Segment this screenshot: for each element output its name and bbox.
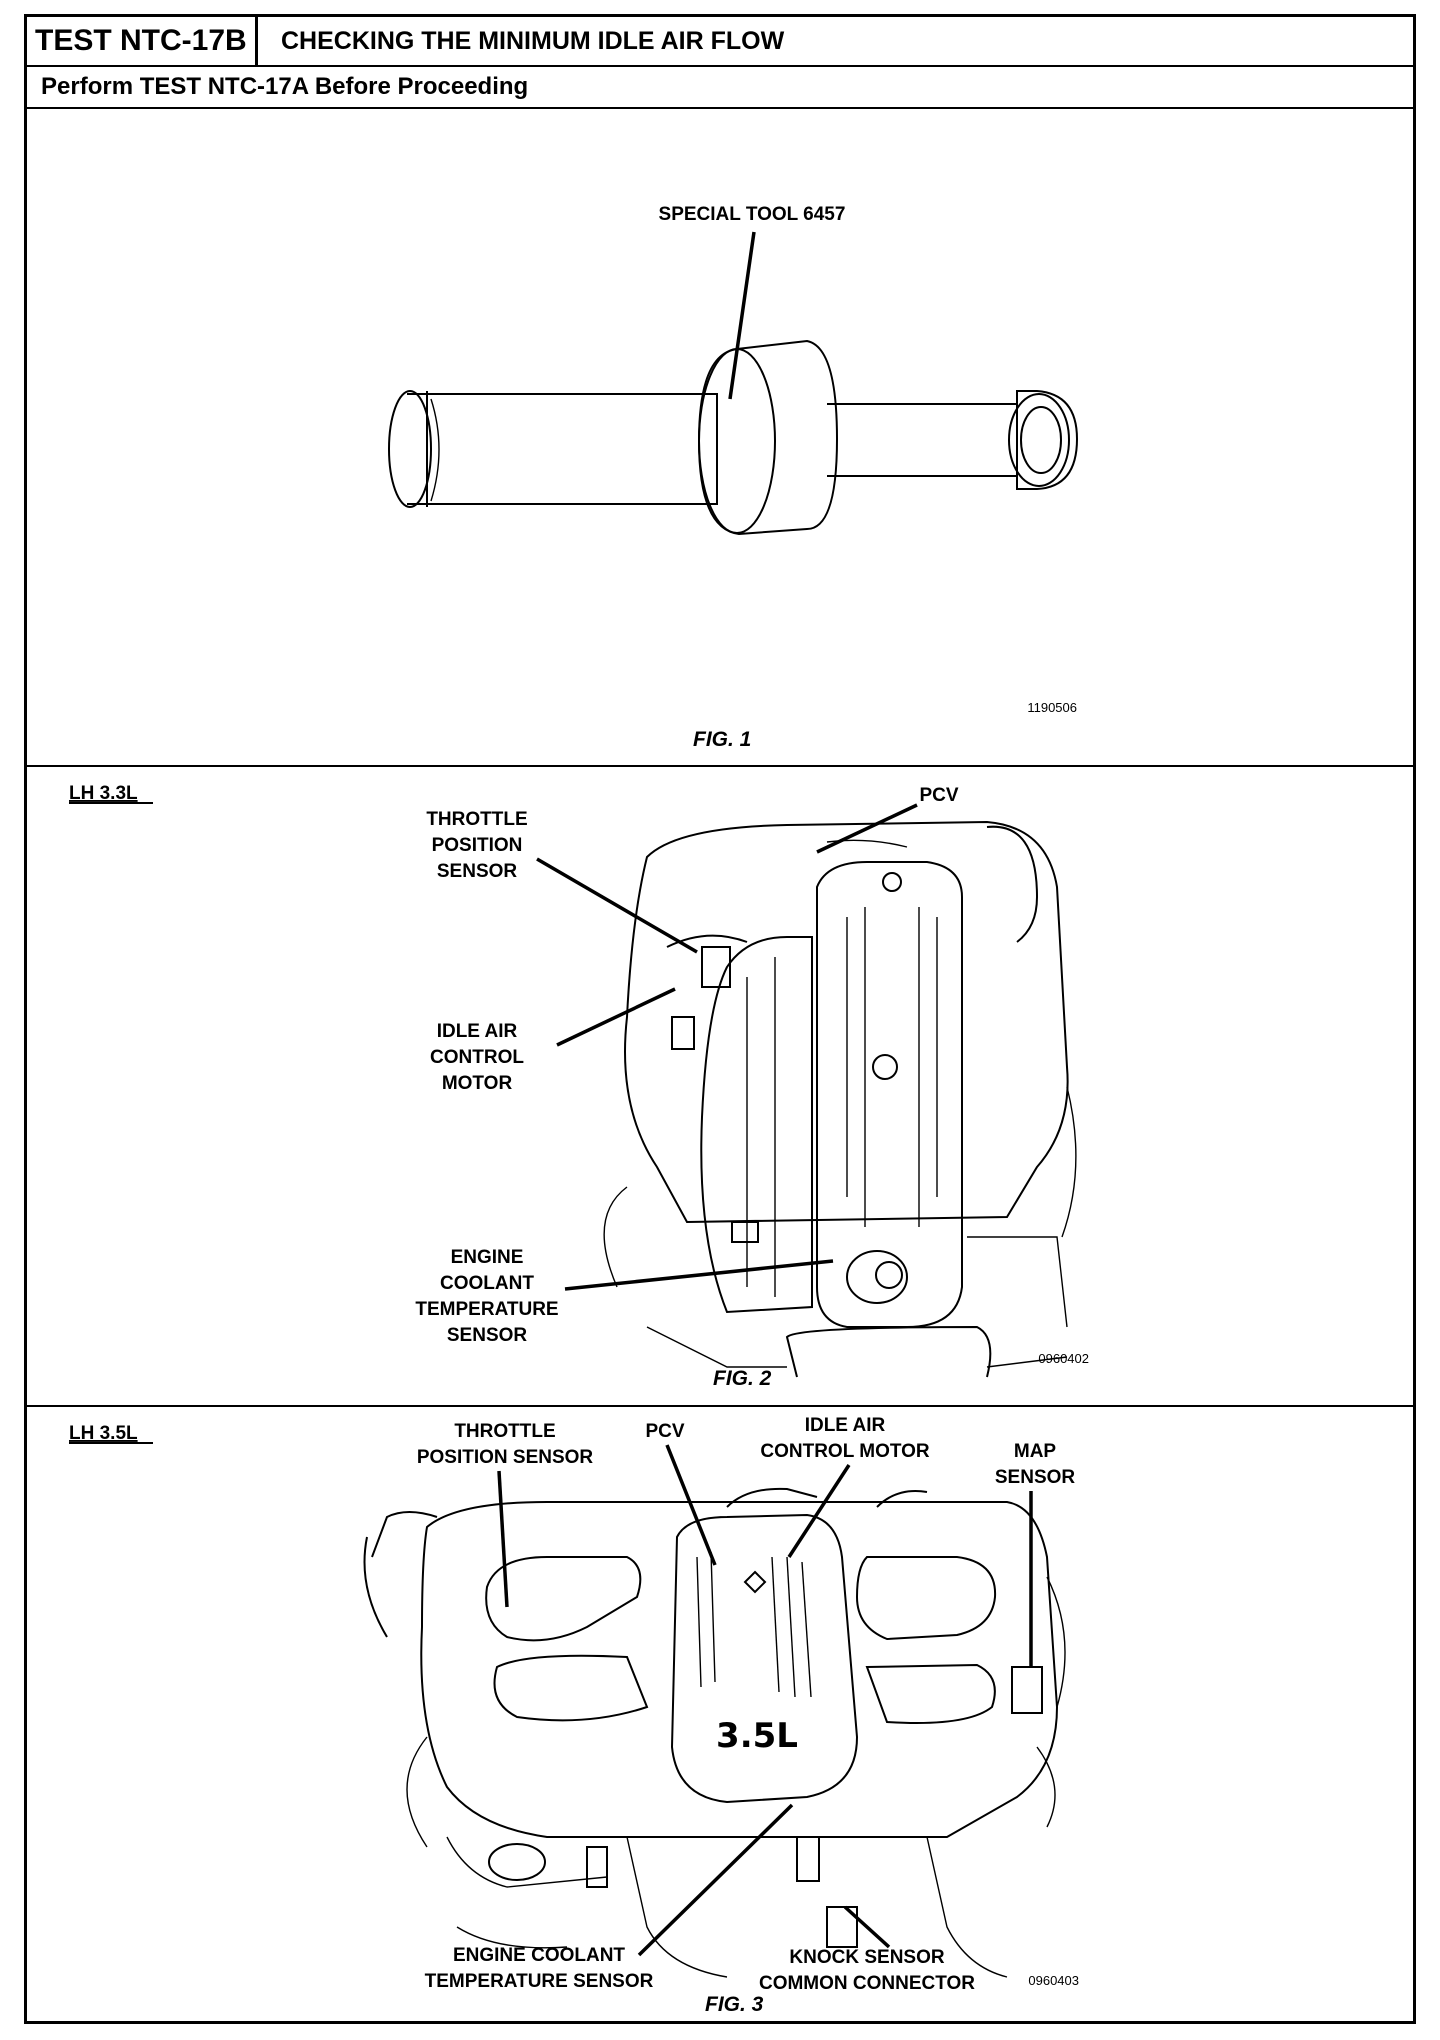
- test-title: CHECKING THE MINIMUM IDLE AIR FLOW: [281, 26, 785, 55]
- pcv-leader-line: [816, 803, 918, 854]
- svg-text:CONTROL MOTOR: CONTROL MOTOR: [760, 1441, 930, 1462]
- figure-1-caption: FIG. 1: [693, 728, 751, 751]
- engine-3-5l-illustration: LH 3.5L 3.5L: [69, 1415, 1079, 2016]
- header-row: TEST NTC-17B CHECKING THE MINIMUM IDLE A…: [27, 17, 1413, 67]
- tool-left-cylinder: [388, 390, 718, 508]
- label-engine-coolant-temperature-sensor-35: ENGINE COOLANT TEMPERATURE SENSOR: [425, 1945, 654, 1992]
- svg-text:THROTTLE: THROTTLE: [454, 1421, 555, 1442]
- svg-text:ENGINE COOLANT: ENGINE COOLANT: [453, 1945, 625, 1966]
- tool-leader-line: [728, 231, 756, 400]
- svg-text:MOTOR: MOTOR: [442, 1073, 513, 1094]
- svg-text:ENGINE: ENGINE: [451, 1247, 524, 1268]
- knock-leader-line: [843, 1905, 891, 1949]
- svg-text:POSITION: POSITION: [432, 835, 523, 856]
- figure-2-code: 0960402: [1038, 1351, 1089, 1366]
- tps-35-leader-line: [497, 1470, 509, 1608]
- label-knock-sensor-common-connector: KNOCK SENSOR COMMON CONNECTOR: [759, 1947, 975, 1994]
- ect-leader-line: [564, 1259, 834, 1291]
- svg-text:COMMON CONNECTOR: COMMON CONNECTOR: [759, 1973, 975, 1994]
- special-tool-illustration: SPECIAL TOOL 6457 1190506: [388, 204, 1079, 751]
- tool-collar: [697, 339, 839, 536]
- test-id: TEST NTC-17B: [27, 17, 258, 65]
- svg-text:POSITION SENSOR: POSITION SENSOR: [417, 1447, 594, 1468]
- svg-text:TEMPERATURE SENSOR: TEMPERATURE SENSOR: [425, 1971, 654, 1992]
- engine-3-5l-drawing: 3.5L: [363, 1487, 1066, 1978]
- label-engine-coolant-temperature-sensor: ENGINE COOLANT TEMPERATURE SENSOR: [415, 1247, 558, 1346]
- engine-badge: 3.5L: [716, 1716, 798, 1756]
- prerequisite-note: Perform TEST NTC-17A Before Proceeding: [27, 67, 1413, 109]
- tps-leader-line: [536, 857, 698, 954]
- svg-text:SENSOR: SENSOR: [447, 1325, 528, 1346]
- figure-3-panel: LH 3.5L 3.5L: [27, 1407, 1413, 2021]
- svg-text:CONTROL: CONTROL: [430, 1047, 524, 1068]
- figure-3-caption: FIG. 3: [705, 1993, 764, 2016]
- svg-text:IDLE AIR: IDLE AIR: [805, 1415, 886, 1436]
- label-idle-air-control-motor-35: IDLE AIR CONTROL MOTOR: [760, 1415, 930, 1462]
- procedure-sheet: TEST NTC-17B CHECKING THE MINIMUM IDLE A…: [24, 14, 1416, 2024]
- svg-text:SENSOR: SENSOR: [995, 1467, 1076, 1488]
- section-lh-3-3l: LH 3.3L: [69, 783, 138, 804]
- label-throttle-position-sensor-35: THROTTLE POSITION SENSOR: [417, 1421, 594, 1468]
- svg-text:SENSOR: SENSOR: [437, 861, 518, 882]
- label-idle-air-control-motor: IDLE AIR CONTROL MOTOR: [430, 1021, 524, 1094]
- tool-label: SPECIAL TOOL 6457: [659, 204, 846, 225]
- figure-1-code: 1190506: [1027, 700, 1077, 715]
- label-pcv-35: PCV: [645, 1421, 684, 1442]
- figure-3-code: 0960403: [1028, 1973, 1079, 1988]
- ect-35-leader-line: [637, 1803, 794, 1957]
- iac-leader-line: [556, 987, 676, 1047]
- figure-1-panel: SPECIAL TOOL 6457 1190506: [27, 109, 1413, 767]
- svg-text:TEMPERATURE: TEMPERATURE: [415, 1299, 558, 1320]
- engine-3-3l-drawing: [603, 820, 1077, 1378]
- pcv-35-leader-line: [665, 1444, 717, 1566]
- tool-right-rod: [827, 390, 1079, 490]
- svg-text:THROTTLE: THROTTLE: [426, 809, 527, 830]
- label-map-sensor: MAP SENSOR: [995, 1441, 1076, 1488]
- label-pcv: PCV: [919, 785, 958, 806]
- svg-text:IDLE AIR: IDLE AIR: [437, 1021, 518, 1042]
- svg-text:COOLANT: COOLANT: [440, 1273, 534, 1294]
- section-lh-3-5l: LH 3.5L: [69, 1423, 138, 1444]
- engine-3-3l-illustration: LH 3.3L: [69, 783, 1089, 1390]
- label-throttle-position-sensor: THROTTLE POSITION SENSOR: [426, 809, 527, 882]
- figure-2-panel: LH 3.3L: [27, 767, 1413, 1407]
- svg-text:MAP: MAP: [1014, 1441, 1057, 1462]
- svg-text:KNOCK SENSOR: KNOCK SENSOR: [789, 1947, 944, 1968]
- iac-35-leader-line: [787, 1464, 851, 1558]
- figure-2-caption: FIG. 2: [713, 1367, 772, 1390]
